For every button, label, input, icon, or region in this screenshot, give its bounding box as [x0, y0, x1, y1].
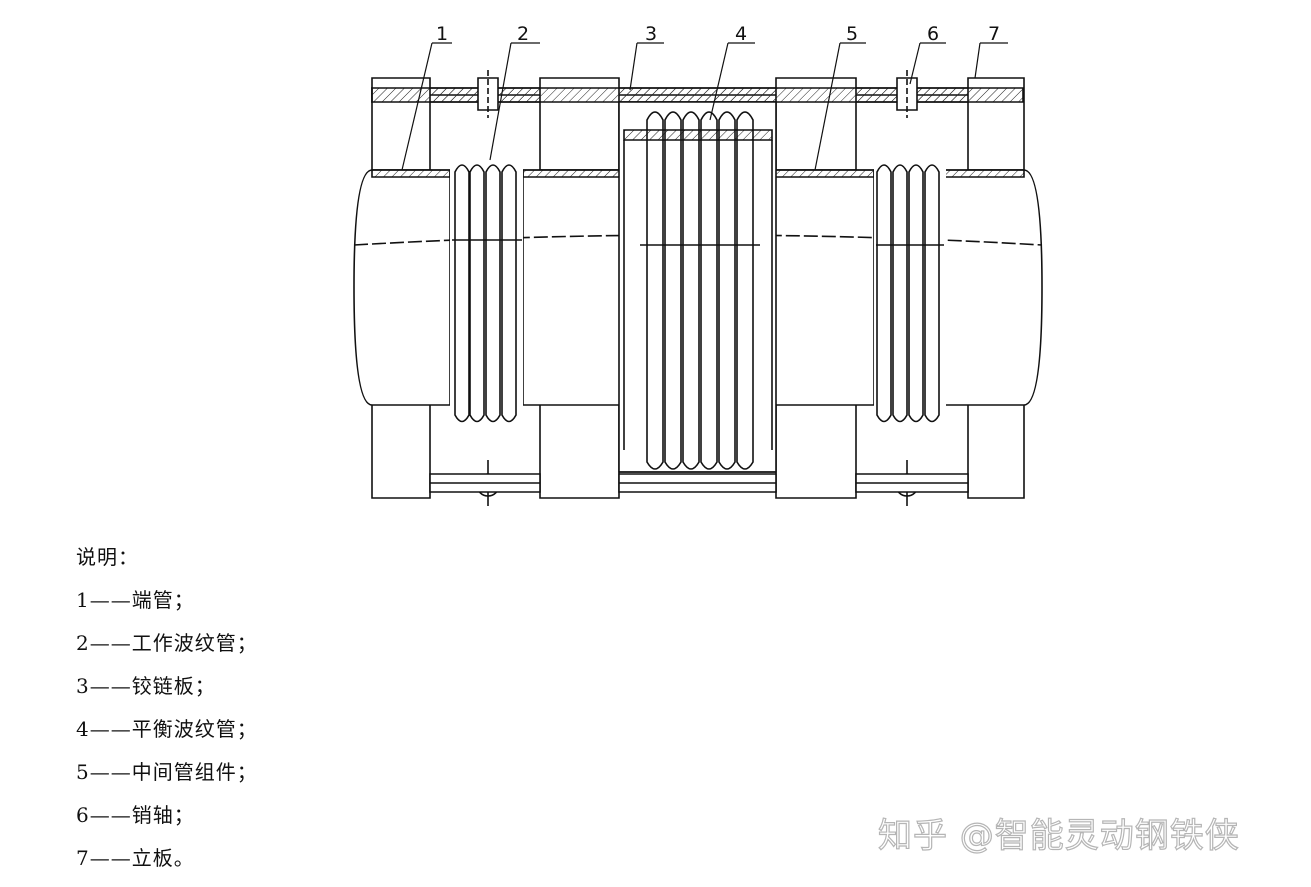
callout-3: 3 — [645, 23, 657, 45]
legend-item: 3——铰链板； — [76, 674, 216, 698]
expansion-joint-drawing: 1 2 3 4 5 6 7 — [0, 23, 1311, 520]
callout-2: 2 — [517, 23, 529, 45]
callout-1: 1 — [436, 23, 448, 45]
watermark: 知乎 @智能灵动钢铁侠 — [877, 815, 1240, 856]
hinge-plate-bottom — [430, 474, 968, 492]
working-bellows-right — [874, 165, 946, 422]
legend: 说明： 1——端管； 2——工作波纹管； 3——铰链板； 4——平衡波纹管； 5… — [76, 536, 258, 880]
leader-lines — [402, 43, 1008, 170]
legend-item: 1——端管； — [76, 588, 195, 612]
legend-title: 说明： — [76, 545, 139, 569]
legend-item: 6——销轴； — [76, 803, 195, 827]
callout-4: 4 — [735, 23, 747, 45]
callout-7: 7 — [988, 23, 1000, 45]
end-pipes — [354, 170, 1042, 405]
balance-bellows — [619, 102, 776, 472]
legend-item: 4——平衡波纹管； — [76, 717, 258, 741]
callout-6: 6 — [927, 23, 939, 45]
callout-5: 5 — [846, 23, 858, 45]
legend-item: 2——工作波纹管； — [76, 631, 258, 655]
legend-item: 7——立板。 — [76, 846, 195, 870]
working-bellows-left — [450, 165, 523, 422]
intermediate-pipes — [354, 170, 1042, 405]
legend-item: 5——中间管组件； — [76, 760, 258, 784]
